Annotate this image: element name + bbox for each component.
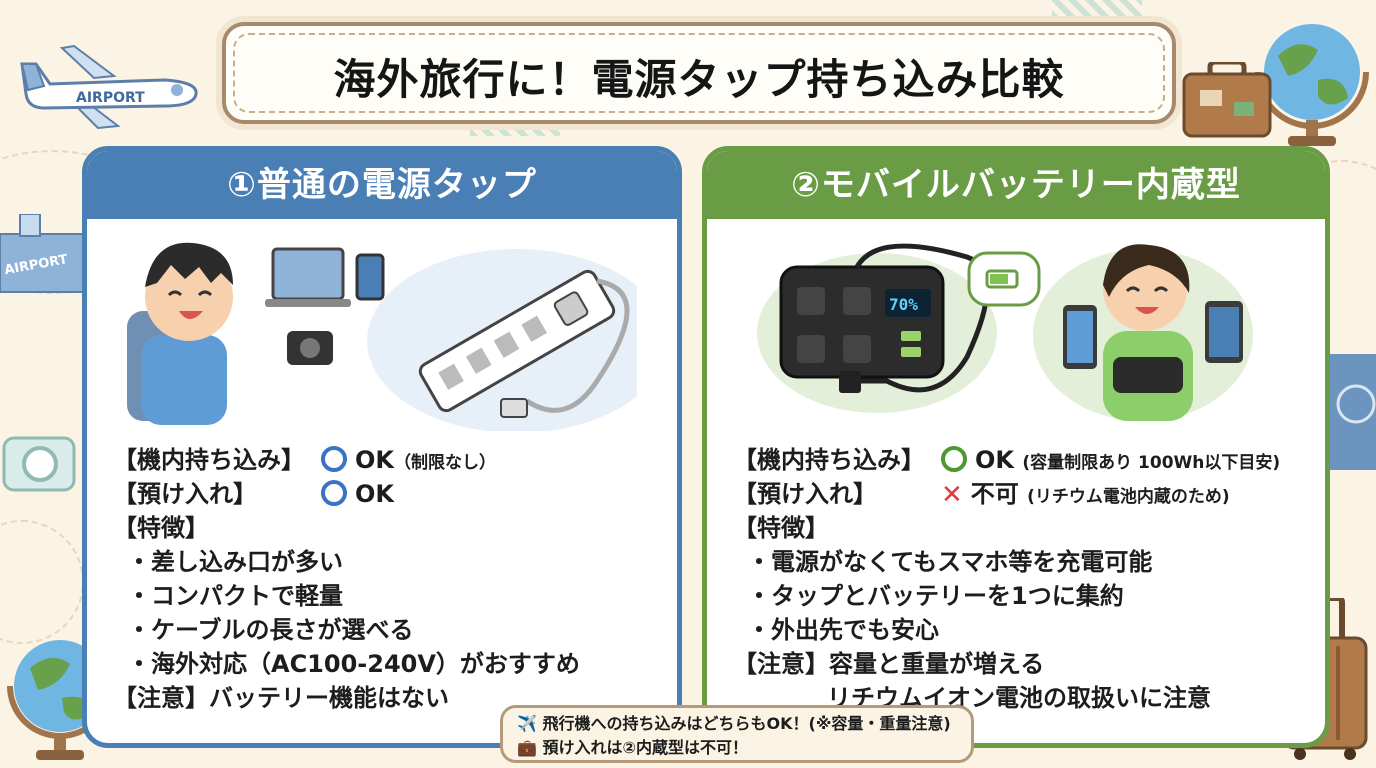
cross-icon: ✕ [941,480,963,510]
feature-item: ・ケーブルの長さが選べる [127,616,414,644]
panel-1-heading: ①普通の電源タップ [87,151,677,219]
panel-2-heading: ②モバイルバッテリー内蔵型 [707,151,1325,219]
carry-on-label: 【機内持ち込み】 [733,446,925,474]
caution-text: バッテリー機能はない [209,684,449,712]
feature-item: ・タップとバッテリーを1つに集約 [747,582,1124,610]
passport-icon [1320,354,1376,470]
carry-on-row: 【機内持ち込み】 OK (容量制限あり 100Wh以下目安) [733,443,1323,477]
panel-2-details: 【機内持ち込み】 OK (容量制限あり 100Wh以下目安) 【預け入れ】 ✕不… [733,443,1323,715]
caution-line-1: 容量と重量が増える [829,650,1045,678]
briefcase-emoji-icon: 💼 [517,738,537,757]
battery-power-strip-and-girl-illustration: 70% [757,243,1253,421]
feature-item: ・差し込み口が多い [127,548,343,576]
feature-item: ・電源がなくてもスマホ等を充電可能 [747,548,1153,576]
checked-label: 【預け入れ】 [733,480,877,508]
airport-text-airplane: AIRPORT [76,90,145,106]
note-line-2-row: 💼 預け入れは②内蔵型は不可！ [517,736,971,760]
title-banner: 海外旅行に！電源タップ持ち込み比較 [222,22,1176,124]
caution-label: 【注意】 [733,650,829,678]
carry-on-note: (容量制限あり 100Wh以下目安) [1022,453,1281,473]
carry-on-note: （制限なし） [394,453,496,473]
carry-on-row: 【機内持ち込み】 OK（制限なし） [113,443,673,477]
note-line-1-row: ✈️ 飛行機への持ち込みはどちらもOK！(※容量・重量注意) [517,712,971,736]
note-line-2: 預け入れは②内蔵型は不可！ [542,738,749,757]
suitcase-icon [1182,62,1272,138]
checked-label: 【預け入れ】 [113,480,257,508]
caution-row: 【注意】容量と重量が増える [733,647,1323,681]
note-line-1: 飛行機への持ち込みはどちらもOK！(※容量・重量注意) [542,714,951,733]
battery-level-display: 70% [889,295,918,314]
airport-building-icon: AIRPORT [0,214,86,293]
stripe-decoration [1052,0,1142,18]
carry-on-value: OK [355,446,394,474]
caution-label: 【注意】 [113,684,209,712]
checked-note: (リチウム電池内蔵のため) [1027,487,1230,507]
feature-item: ・海外対応（AC100-240V）がおすすめ [127,650,580,678]
ok-circle-icon [321,446,347,472]
feature-item: ・外出先でも安心 [747,616,939,644]
summary-note: ✈️ 飛行機への持ち込みはどちらもOK！(※容量・重量注意) 💼 預け入れは②内… [500,705,974,763]
checked-value: OK [355,480,394,508]
camera-icon [2,436,76,492]
airplane-icon: AIRPORT [20,44,198,130]
traveler-boy-with-power-strip-illustration [127,242,637,431]
caution-row: 【注意】バッテリー機能はない [113,681,673,715]
airplane-emoji-icon: ✈️ [517,714,537,733]
features-label: 【特徴】 [733,514,829,542]
page-title: 海外旅行に！電源タップ持ち込み比較 [333,55,1065,104]
ok-circle-icon [941,446,967,472]
panel-1-details: 【機内持ち込み】 OK（制限なし） 【預け入れ】 OK 【特徴】 ・差し込み口が… [113,443,673,715]
carry-on-value: OK [975,446,1014,474]
checked-value: 不可 [970,480,1019,508]
title-inner-border [233,33,1165,113]
panel-battery-power-strip: ②モバイルバッテリー内蔵型 70% 【機内持ち込み】 OK ( [702,146,1330,748]
panel-normal-power-strip: ①普通の電源タップ 【機内持ち込み】 OK（制限なし） [82,146,682,748]
features-label: 【特徴】 [113,514,209,542]
checked-row: 【預け入れ】 ✕不可 (リチウム電池内蔵のため) [733,477,1323,511]
checked-row: 【預け入れ】 OK [113,477,673,511]
carry-on-label: 【機内持ち込み】 [113,446,305,474]
feature-item: ・コンパクトで軽量 [127,582,343,610]
ok-circle-icon [321,480,347,506]
dashed-path-decoration [0,520,84,644]
